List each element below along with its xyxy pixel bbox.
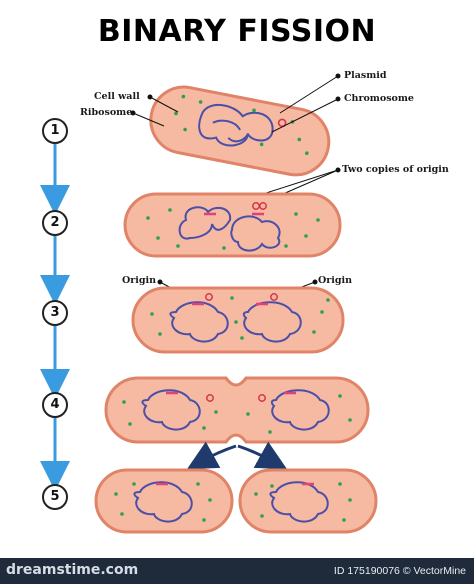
- label-origin-right: Origin: [318, 275, 353, 286]
- cell-stage-4: [104, 376, 370, 444]
- callout-lines: [130, 73, 341, 303]
- cell-stage-1: [149, 85, 331, 177]
- step-5-badge: 5: [42, 484, 68, 510]
- brand-logo: dreamstime.com: [6, 562, 139, 578]
- step-2-badge: 2: [42, 210, 68, 236]
- plasmid-marker: [277, 118, 287, 128]
- cell-stage-5-left: [94, 468, 234, 534]
- label-two-copies-origin: Two copies of origin: [342, 164, 449, 175]
- cell-stage-2: [123, 192, 342, 258]
- step-1-badge: 1: [42, 118, 68, 144]
- image-id: ID 175190076 © VectorMine: [333, 565, 466, 577]
- cell-stage-3: [131, 286, 345, 354]
- step-4-badge: 4: [42, 392, 68, 418]
- label-cell-wall: Cell wall: [94, 91, 140, 102]
- label-origin-left: Origin: [122, 275, 157, 286]
- label-ribosome: Ribosome: [80, 107, 133, 118]
- page-title: BINARY FISSION: [97, 14, 377, 49]
- split-arrows: [186, 441, 288, 470]
- footer-bar: dreamstime.com ID 175190076 © VectorMine: [0, 558, 474, 584]
- cell-stage-5-right: [238, 468, 378, 534]
- label-plasmid: Plasmid: [344, 70, 387, 81]
- label-chromosome: Chromosome: [344, 93, 414, 104]
- step-3-badge: 3: [42, 300, 68, 326]
